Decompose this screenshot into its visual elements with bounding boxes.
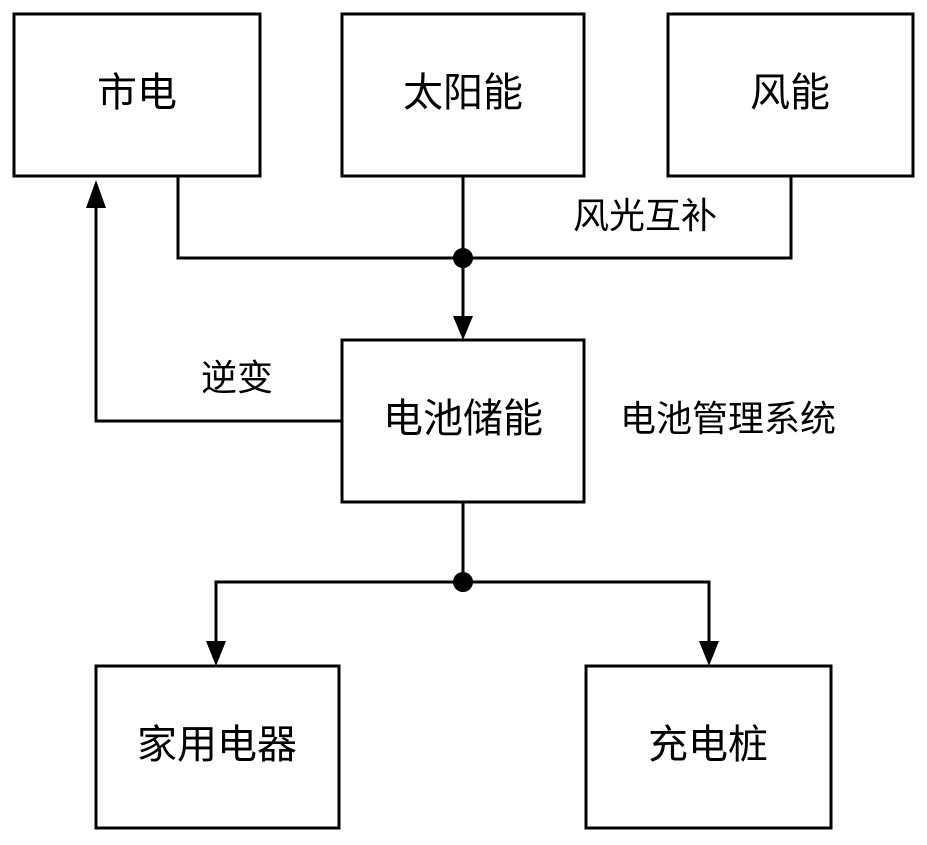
inverter-return-line bbox=[94, 205, 342, 423]
appliances-input-arrow bbox=[206, 641, 226, 666]
battery-label: 电池储能 bbox=[383, 396, 543, 442]
upper-junction-dot bbox=[453, 248, 473, 268]
appliances-label: 家用电器 bbox=[137, 722, 297, 768]
connectors bbox=[86, 176, 793, 666]
appliances-box: 家用电器 bbox=[94, 664, 341, 830]
lower-junction-dot bbox=[453, 572, 473, 592]
wind-solar-hybrid-label: 风光互补 bbox=[573, 196, 717, 237]
wind-box: 风能 bbox=[666, 12, 915, 178]
solar-label: 太阳能 bbox=[403, 70, 523, 116]
wind-label: 风能 bbox=[750, 70, 830, 116]
split-to-charging-pile-line bbox=[463, 580, 711, 643]
solar-box: 太阳能 bbox=[340, 12, 586, 178]
grid-to-bus-line bbox=[176, 176, 463, 260]
grid-label: 市电 bbox=[97, 70, 177, 116]
charging-pile-label: 充电桩 bbox=[648, 722, 768, 768]
grid-box: 市电 bbox=[12, 12, 262, 178]
inverter-label: 逆变 bbox=[201, 358, 273, 399]
grid-input-arrow bbox=[86, 180, 106, 208]
charging-pile-box: 充电桩 bbox=[584, 664, 833, 830]
bms-label: 电池管理系统 bbox=[620, 399, 836, 440]
battery-input-arrow bbox=[453, 316, 473, 340]
charging-pile-input-arrow bbox=[699, 641, 719, 666]
split-to-appliances-line bbox=[214, 580, 463, 643]
wind-to-bus-line bbox=[463, 176, 793, 260]
battery-box: 电池储能 bbox=[340, 338, 586, 504]
